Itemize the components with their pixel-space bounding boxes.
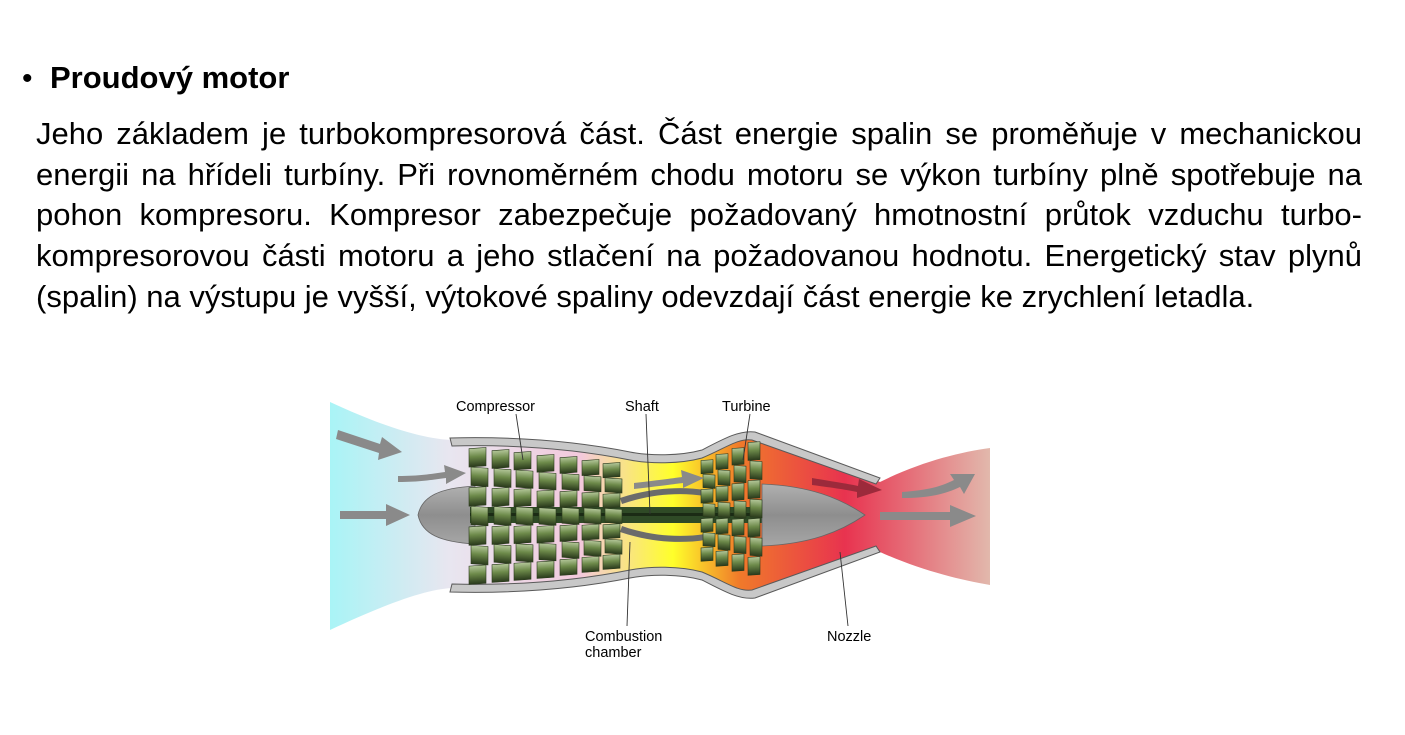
turbine-blades [700,441,763,576]
leader-turbine [742,413,751,461]
arrow-combustion [634,470,704,489]
label-combustion-1: Combustion [585,629,662,645]
compressor-stage-4 [536,454,557,579]
leader-shaft [645,413,651,515]
leader-lines [515,413,849,627]
turbine-stage-1 [700,459,716,562]
label-nozzle: Nozzle [827,629,871,645]
arrow-intake-top [336,430,402,460]
casing-top [449,431,881,485]
bullet-dot: • [22,62,33,95]
leader-combustion [626,541,631,627]
arrow-intake-mid [398,465,466,484]
leader-compressor [515,413,524,461]
arrow-exhaust-low [880,505,976,527]
turbine-stage-4 [747,441,763,576]
arrow-exhaust-top [902,474,975,498]
arrow-intake-low [340,504,410,526]
flow-arrows [336,430,976,527]
heading-title: Proudový motor [50,60,290,95]
body-paragraph: Jeho základem je turbokompresorová část.… [36,116,1362,314]
combustion-liner-bottom [620,526,705,542]
compressor-stage-3 [513,451,534,581]
turbine-stage-2 [715,453,731,567]
compressor-stage-7 [602,462,623,570]
compressor-stage-5 [559,456,580,576]
leader-nozzle [839,551,849,627]
compressor-blades [468,447,623,585]
label-turbine: Turbine [722,399,771,415]
tail-cone [761,483,866,547]
compressor-stage-1 [468,447,489,585]
turbine-stage-3 [731,447,747,572]
compressor-stage-6 [581,459,602,573]
label-compressor: Compressor [456,399,535,415]
casing-bottom [449,545,881,599]
arrow-nozzle [812,478,882,498]
label-combustion-2: chamber [585,645,642,661]
label-shaft: Shaft [625,399,659,415]
compressor-stage-2 [491,449,512,583]
bullet-heading: • Proudový motor [22,58,289,99]
jet-engine-diagram: Compressor Shaft Turbine Combustion cham… [330,399,990,661]
combustion-liner-top [620,488,705,504]
